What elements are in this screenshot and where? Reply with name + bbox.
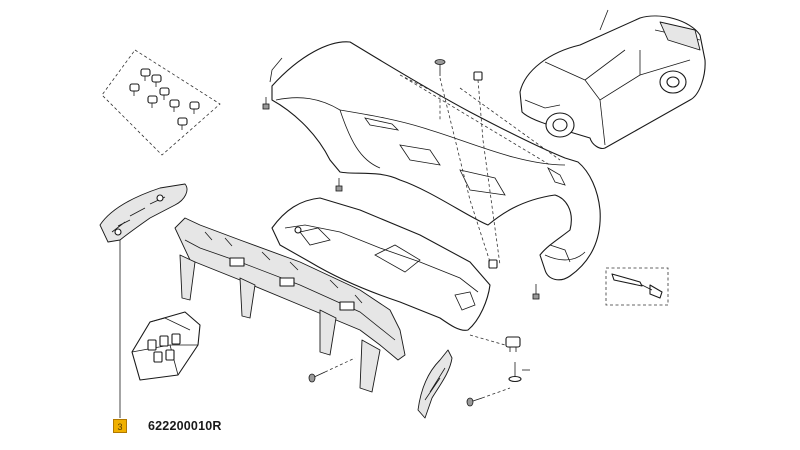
part-number-label: 622200010R	[148, 419, 222, 433]
screw-icon	[308, 371, 326, 383]
clip-kit-icon	[101, 49, 221, 156]
nut-icon	[473, 71, 483, 81]
screw-icon	[262, 97, 270, 110]
reinforcement-beam	[174, 217, 406, 393]
fastener-box-icon	[131, 311, 201, 381]
reflector-detail	[605, 267, 669, 306]
rear-bumper-cover	[269, 41, 601, 281]
screw-icon	[434, 59, 446, 76]
callout-badge[interactable]: 3	[113, 419, 127, 433]
nut-icon	[488, 259, 498, 269]
side-bracket-right	[417, 349, 453, 419]
lower-diffuser-panel	[271, 197, 491, 331]
bolt-icon	[508, 362, 530, 383]
alignment-lines	[324, 334, 511, 399]
alignment-lines	[399, 74, 561, 266]
screw-icon	[466, 397, 483, 407]
suv-vehicle-icon	[519, 9, 706, 149]
bracket-part-3	[99, 183, 188, 243]
clip-icon	[505, 336, 521, 352]
screw-icon	[335, 178, 343, 192]
screw-icon	[532, 284, 540, 300]
